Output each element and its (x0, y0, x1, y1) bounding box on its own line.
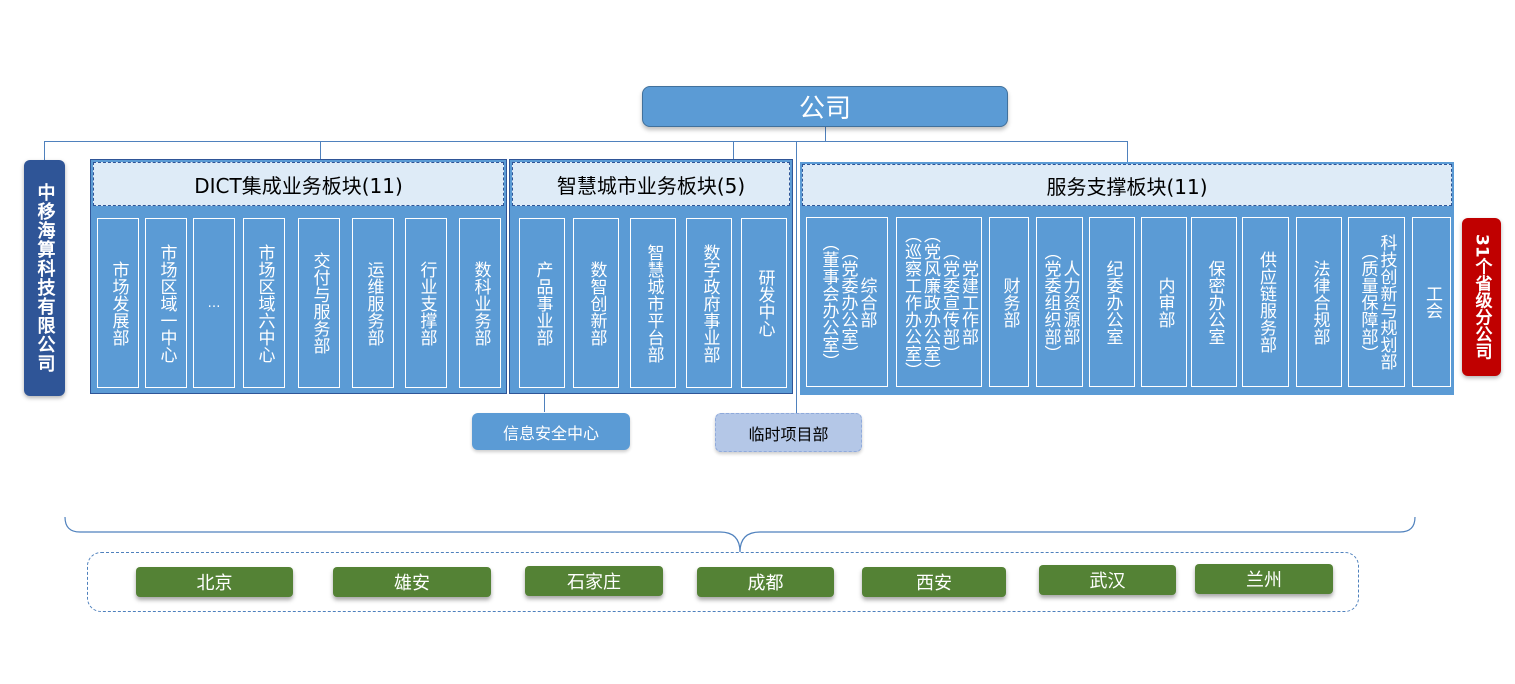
service-unit-supply-chain: 供应链服务部 (1242, 217, 1289, 387)
provincial-branches-node: 31个省级分公司 (1462, 218, 1501, 376)
connector-to-temp-project (796, 141, 797, 413)
cities-container: 北京 雄安 石家庄 成都 西安 武汉 兰州 (87, 552, 1359, 612)
city-row: 北京 雄安 石家庄 成都 西安 武汉 兰州 (88, 553, 1360, 613)
company-node: 公司 (642, 86, 1008, 127)
connector-to-service (1127, 141, 1128, 163)
service-panel: 服务支撑板块(11) （董事会办公室）（党委办公室）综合部 （巡察工作办公室）（… (800, 162, 1454, 395)
connector-to-dict (320, 141, 321, 160)
subsidiary-company-label: 中移海算科技有限公司 (34, 183, 56, 373)
smart-city-unit: 数字政府事业部 (686, 218, 732, 388)
service-unit-party-building: （巡察工作办公室）（党风廉政办公室）（党委宣传部）党建工作部 (896, 217, 982, 387)
service-unit-row: （董事会办公室）（党委办公室）综合部 （巡察工作办公室）（党风廉政办公室）（党委… (806, 217, 1451, 387)
cities-brace (64, 516, 1416, 553)
city-node: 成都 (697, 567, 834, 597)
city-node: 西安 (862, 567, 1006, 597)
service-panel-title: 服务支撑板块(11) (802, 164, 1452, 206)
security-center-node: 信息安全中心 (472, 413, 630, 450)
dict-unit: 市场发展部 (97, 218, 139, 388)
service-unit-hr: （党委组织部）人力资源部 (1036, 217, 1083, 387)
dict-unit-ellipsis: … (193, 218, 235, 388)
dict-unit: 交付与服务部 (298, 218, 340, 388)
smart-city-unit-row: 产品事业部 数智创新部 智慧城市平台部 数字政府事业部 研发中心 (519, 218, 787, 388)
service-unit-finance: 财务部 (989, 217, 1029, 387)
dict-panel: DICT集成业务板块(11) 市场发展部 市场区域一中心 … 市场区域六中心 交… (90, 159, 507, 394)
city-node: 北京 (136, 567, 293, 597)
service-unit-tech-planning: （质量保障部）科技创新与规划部 (1348, 217, 1405, 387)
dict-unit: 运维服务部 (352, 218, 394, 388)
subsidiary-company-node: 中移海算科技有限公司 (24, 160, 65, 396)
service-unit-confidential: 保密办公室 (1191, 217, 1237, 387)
city-node: 雄安 (333, 567, 491, 597)
dict-unit: 市场区域六中心 (243, 218, 285, 388)
service-unit-audit: 内审部 (1141, 217, 1187, 387)
smart-city-panel: 智慧城市业务板块(5) 产品事业部 数智创新部 智慧城市平台部 数字政府事业部 … (509, 159, 793, 394)
city-node: 兰州 (1195, 564, 1333, 594)
smart-city-unit: 数智创新部 (573, 218, 619, 388)
service-unit-discipline: 纪委办公室 (1089, 217, 1135, 387)
dict-unit-row: 市场发展部 市场区域一中心 … 市场区域六中心 交付与服务部 运维服务部 行业支… (97, 218, 501, 388)
city-node: 武汉 (1039, 565, 1176, 595)
provincial-branches-label: 31个省级分公司 (1471, 234, 1492, 360)
connector-to-security (544, 394, 545, 412)
service-unit-legal: 法律合规部 (1296, 217, 1342, 387)
connector-to-left-side (44, 141, 45, 160)
smart-city-unit: 智慧城市平台部 (630, 218, 676, 388)
dict-unit: 市场区域一中心 (145, 218, 187, 388)
smart-city-unit: 研发中心 (741, 218, 787, 388)
smart-city-unit: 产品事业部 (519, 218, 565, 388)
connector-horizontal-bus (44, 141, 1128, 142)
connector-to-smart (733, 141, 734, 160)
city-node: 石家庄 (525, 566, 663, 596)
dict-unit: 数科业务部 (459, 218, 501, 388)
dict-panel-title: DICT集成业务板块(11) (93, 162, 504, 206)
service-unit-union: 工会 (1412, 217, 1451, 387)
temp-project-node: 临时项目部 (715, 413, 862, 452)
connector-company-down (825, 127, 826, 141)
dict-unit: 行业支撑部 (405, 218, 447, 388)
smart-city-panel-title: 智慧城市业务板块(5) (512, 162, 790, 206)
service-unit-general-office: （董事会办公室）（党委办公室）综合部 (806, 217, 888, 387)
